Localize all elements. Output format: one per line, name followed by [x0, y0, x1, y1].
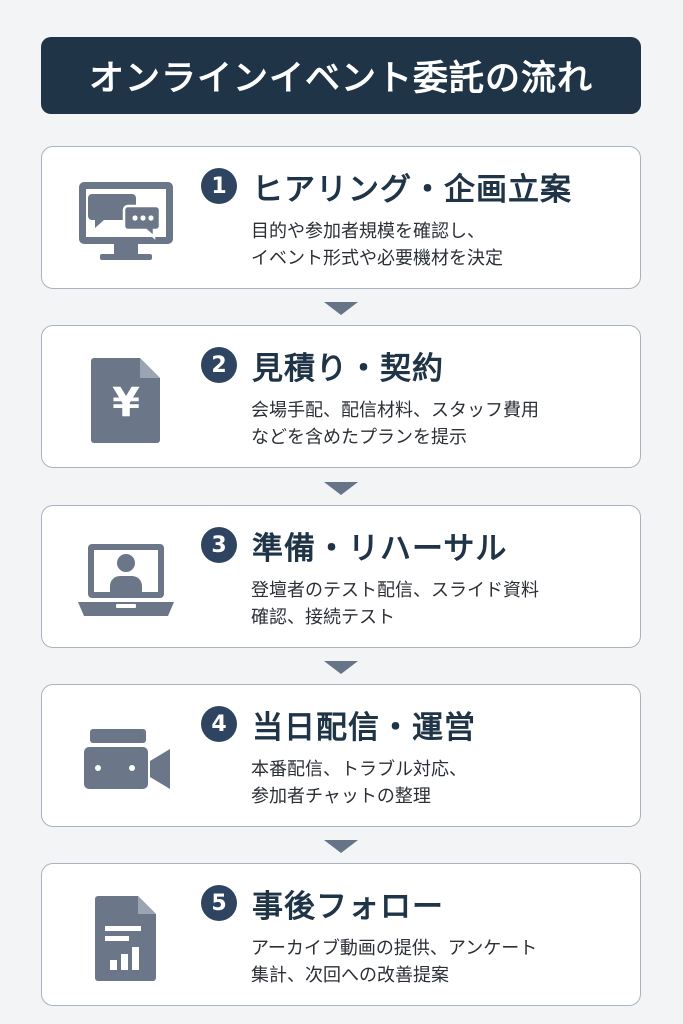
step-title: 準備・リハーサル [252, 531, 508, 567]
step-card-3: 3 準備・リハーサル 登壇者のテスト配信、スライド資料 確認、接続テスト [41, 505, 641, 648]
page-title: オンラインイベント委託の流れ [88, 59, 593, 99]
header-banner: オンラインイベント委託の流れ [41, 37, 641, 114]
down-arrow-icon [324, 302, 358, 315]
step-description-line: イベント形式や必要機材を決定 [251, 248, 503, 269]
laptop-person-icon [76, 536, 176, 626]
step-card-4: 4 当日配信・運営 本番配信、トラブル対応、 参加者チャットの整理 [41, 684, 641, 827]
step-description: 登壇者のテスト配信、スライド資料 確認、接続テスト [251, 577, 631, 631]
step-title: 事後フォロー [252, 889, 444, 925]
video-camera-icon [76, 715, 176, 805]
step-description: アーカイブ動画の提供、アンケート 集計、次回への改善提案 [251, 935, 631, 989]
step-title: 見積り・契約 [252, 351, 444, 387]
step-description: 会場手配、配信材料、スタッフ費用 などを含めたプランを提示 [251, 397, 631, 451]
step-description: 本番配信、トラブル対応、 参加者チャットの整理 [251, 756, 631, 810]
step-number-badge: 1 [201, 168, 237, 204]
yen-document-icon: ¥ [76, 356, 176, 446]
step-description-line: 集計、次回への改善提案 [251, 965, 449, 986]
step-number-badge: 3 [201, 527, 237, 563]
report-document-icon [76, 894, 176, 984]
step-card-2: ¥ 2 見積り・契約 会場手配、配信材料、スタッフ費用 などを含めたプランを提示 [41, 325, 641, 468]
step-description-line: 目的や参加者規模を確認し、 [251, 221, 485, 242]
step-description-line: 登壇者のテスト配信、スライド資料 [251, 580, 539, 601]
monitor-chat-icon [76, 177, 176, 267]
step-number-badge: 4 [201, 706, 237, 742]
step-number-badge: 5 [201, 885, 237, 921]
step-title: ヒアリング・企画立案 [252, 172, 572, 208]
down-arrow-icon [324, 840, 358, 853]
step-title: 当日配信・運営 [252, 710, 476, 746]
step-card-5: 5 事後フォロー アーカイブ動画の提供、アンケート 集計、次回への改善提案 [41, 863, 641, 1006]
step-description-line: 会場手配、配信材料、スタッフ費用 [251, 400, 539, 421]
down-arrow-icon [324, 661, 358, 674]
down-arrow-icon [324, 482, 358, 495]
step-number-badge: 2 [201, 347, 237, 383]
step-description-line: などを含めたプランを提示 [251, 427, 467, 448]
step-card-1: 1 ヒアリング・企画立案 目的や参加者規模を確認し、 イベント形式や必要機材を決… [41, 146, 641, 289]
step-description-line: アーカイブ動画の提供、アンケート [251, 938, 538, 959]
step-description-line: 確認、接続テスト [251, 607, 395, 628]
step-description: 目的や参加者規模を確認し、 イベント形式や必要機材を決定 [251, 218, 631, 272]
step-description-line: 参加者チャットの整理 [251, 786, 431, 807]
step-description-line: 本番配信、トラブル対応、 [251, 759, 467, 780]
svg-text:¥: ¥ [112, 380, 140, 426]
